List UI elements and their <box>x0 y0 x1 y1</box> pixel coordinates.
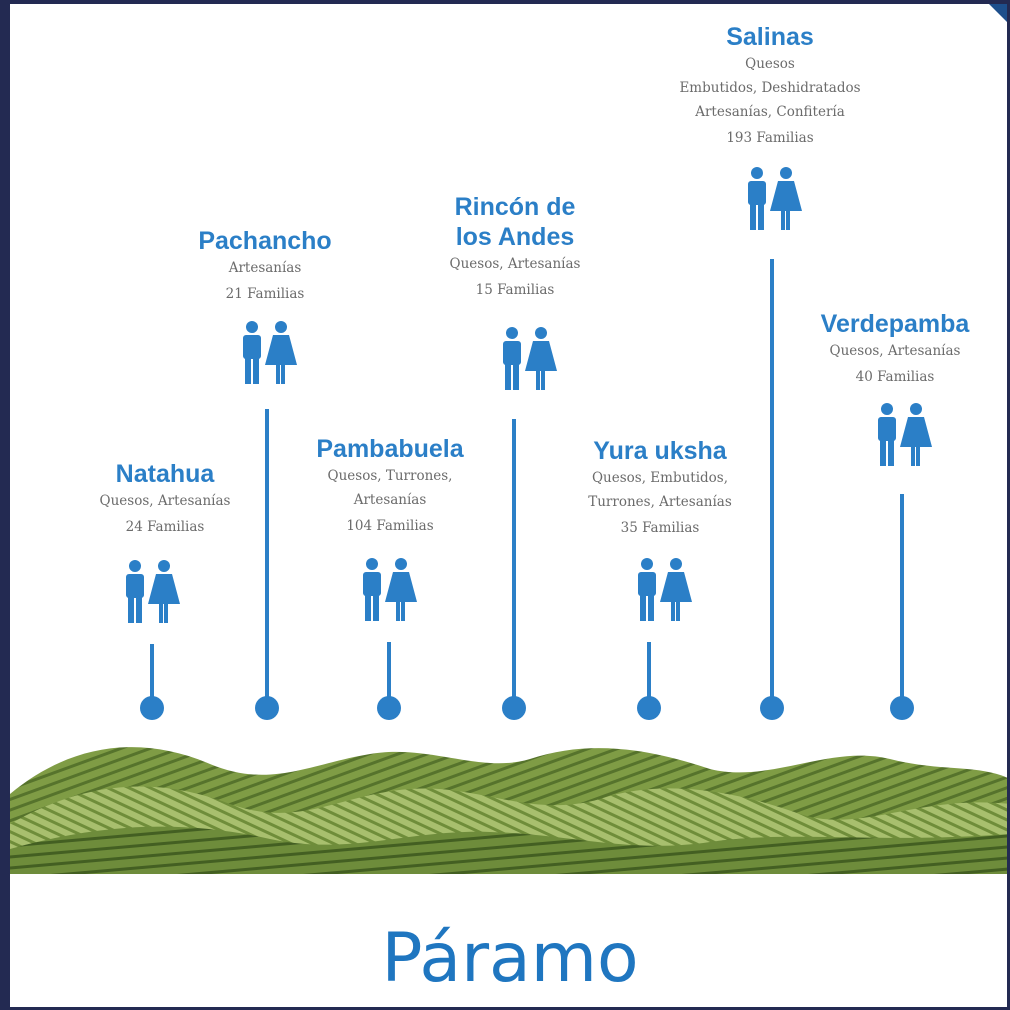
corner-accent <box>989 4 1007 22</box>
community-yura-uksha: Yura uksha Quesos, Embutidos, Turrones, … <box>550 436 770 540</box>
hills-illustration <box>10 747 1007 874</box>
pin-dot <box>140 696 164 720</box>
community-natahua: Natahua Quesos, Artesanías 24 Familias <box>70 459 260 539</box>
community-pambabuela: Pambabuela Quesos, Turrones, Artesanías … <box>285 434 495 538</box>
pin-line <box>387 642 391 699</box>
pin-line <box>900 494 904 699</box>
community-name: Pambabuela <box>316 435 464 463</box>
community-families: 193 Familias <box>726 130 814 146</box>
community-products: Quesos, Artesanías <box>449 256 581 272</box>
pin-dot <box>377 696 401 720</box>
community-families: 40 Familias <box>855 369 935 385</box>
community-salinas: Salinas Quesos Embutidos, Deshidratados … <box>640 22 900 150</box>
region-title: Páramo <box>381 919 639 998</box>
man-woman-icon <box>363 558 417 621</box>
man-woman-icon <box>126 560 180 623</box>
community-families: 104 Familias <box>346 518 434 534</box>
community-name: Verdepamba <box>820 310 970 338</box>
community-name: Natahua <box>115 460 215 488</box>
pin-dot <box>255 696 279 720</box>
community-families: 35 Familias <box>620 520 700 536</box>
community-pachancho: Pachancho Artesanías 21 Familias <box>170 226 360 306</box>
community-name: Rincón de los Andes <box>454 193 576 251</box>
community-name: Pachancho <box>198 227 332 255</box>
community-products: Quesos, Turrones, Artesanías <box>327 468 453 508</box>
community-verdepamba: Verdepamba Quesos, Artesanías 40 Familia… <box>800 309 990 389</box>
community-families: 15 Familias <box>475 282 555 298</box>
pin-line <box>647 642 651 699</box>
pin-line <box>150 644 154 699</box>
community-products: Quesos, Embutidos, Turrones, Artesanías <box>588 470 732 510</box>
pin-dot <box>760 696 784 720</box>
community-families: 21 Familias <box>225 286 305 302</box>
man-woman-icon <box>638 558 692 621</box>
community-name: Yura uksha <box>593 437 727 465</box>
community-products: Quesos, Artesanías <box>829 343 961 359</box>
pin-line <box>512 419 516 699</box>
pin-line <box>265 409 269 699</box>
community-rincon-de-los-andes: Rincón de los Andes Quesos, Artesanías 1… <box>415 192 615 302</box>
community-products: Artesanías <box>228 260 302 276</box>
man-woman-icon <box>748 167 802 230</box>
pin-dot <box>637 696 661 720</box>
community-products: Quesos, Artesanías <box>99 493 231 509</box>
man-woman-icon <box>503 327 557 390</box>
pin-dot <box>890 696 914 720</box>
pin-dot <box>502 696 526 720</box>
man-woman-icon <box>878 403 932 466</box>
pin-line <box>770 259 774 699</box>
community-families: 24 Familias <box>125 519 205 535</box>
man-woman-icon <box>243 321 297 384</box>
community-products: Quesos Embutidos, Deshidratados Artesaní… <box>679 56 861 120</box>
community-name: Salinas <box>726 23 814 51</box>
